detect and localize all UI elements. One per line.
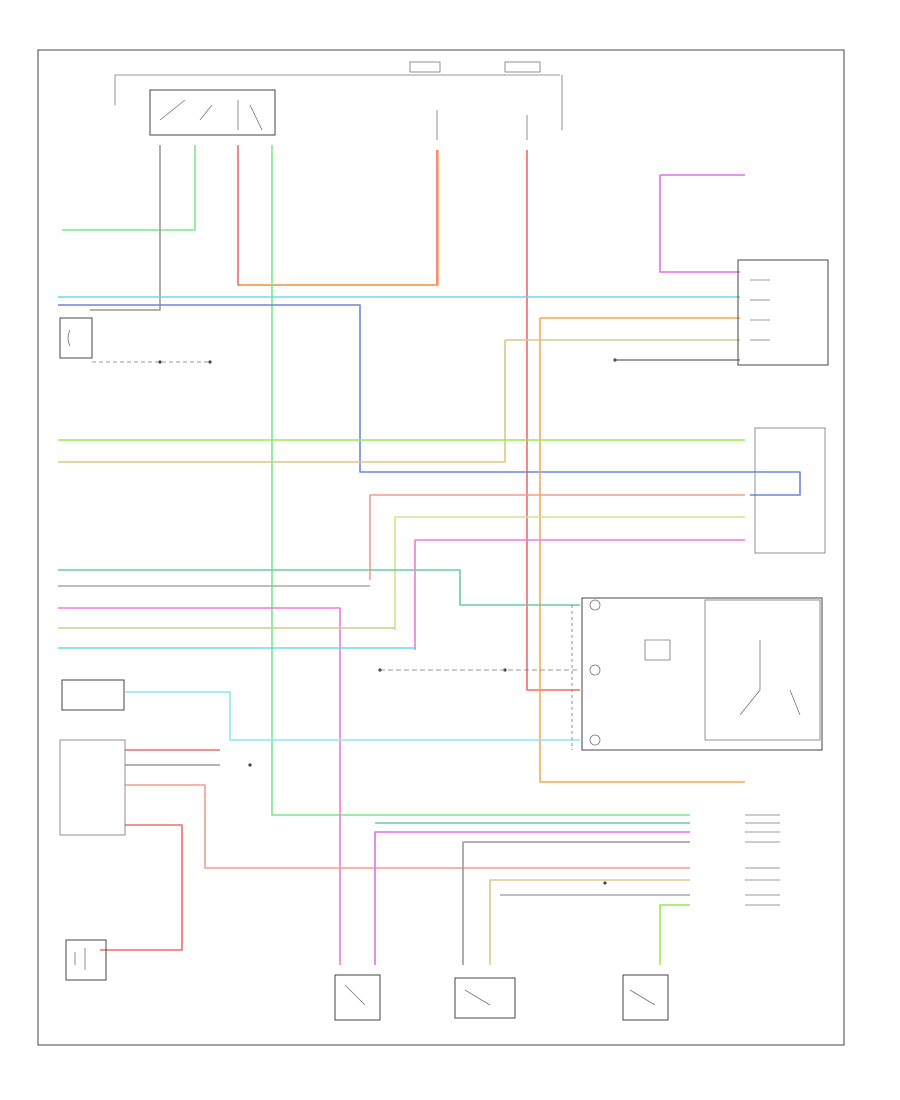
switch-bottom-2 — [454, 977, 516, 1019]
wire-red-top — [237, 145, 438, 286]
wire-yellow-green — [394, 516, 745, 630]
ground-dot — [248, 763, 252, 767]
splice-dot — [603, 881, 607, 885]
wire-gray-vertical — [90, 145, 161, 311]
control-unit-box — [61, 679, 125, 711]
wire-tan-right — [58, 339, 740, 463]
wire-lt-green-bottom — [659, 904, 690, 965]
wire-orange-top — [240, 150, 439, 286]
module-right-mid — [754, 427, 826, 554]
wire-magenta-bottom — [374, 831, 690, 965]
connector-right-2 — [745, 867, 780, 906]
wire-gray-bottom — [462, 841, 690, 965]
wire-salmon-bottom — [125, 784, 690, 869]
wire-orange-right — [539, 317, 745, 783]
wire-pink-right — [414, 539, 745, 650]
sensor-left-box — [59, 317, 93, 359]
module-right-top — [737, 259, 829, 366]
wire-blue — [58, 304, 801, 496]
diagram-frame — [37, 49, 845, 1046]
wire-red-sensor — [100, 824, 183, 951]
switch-bottom-3 — [622, 974, 669, 1021]
connector-right-1 — [745, 814, 780, 843]
wire-cyan-bottom — [125, 691, 580, 741]
fuse-relay-block — [114, 61, 563, 140]
control-switch-box — [581, 597, 823, 751]
ground-dot — [208, 360, 212, 364]
wire-teal-mid — [58, 569, 580, 606]
wire-yellow-bottom — [489, 879, 690, 965]
wire-lt-green-left — [62, 145, 196, 231]
wire-magenta-top — [659, 174, 745, 273]
switch-bottom-1 — [334, 974, 381, 1021]
sensor-bottom-left-box — [65, 939, 107, 981]
wire-red-long — [526, 150, 580, 691]
splice-dot — [158, 360, 162, 364]
wire-green-long — [271, 145, 690, 816]
wire-pink-left — [58, 607, 341, 965]
relay-left-box — [59, 739, 126, 836]
wire-salmon — [369, 494, 745, 580]
